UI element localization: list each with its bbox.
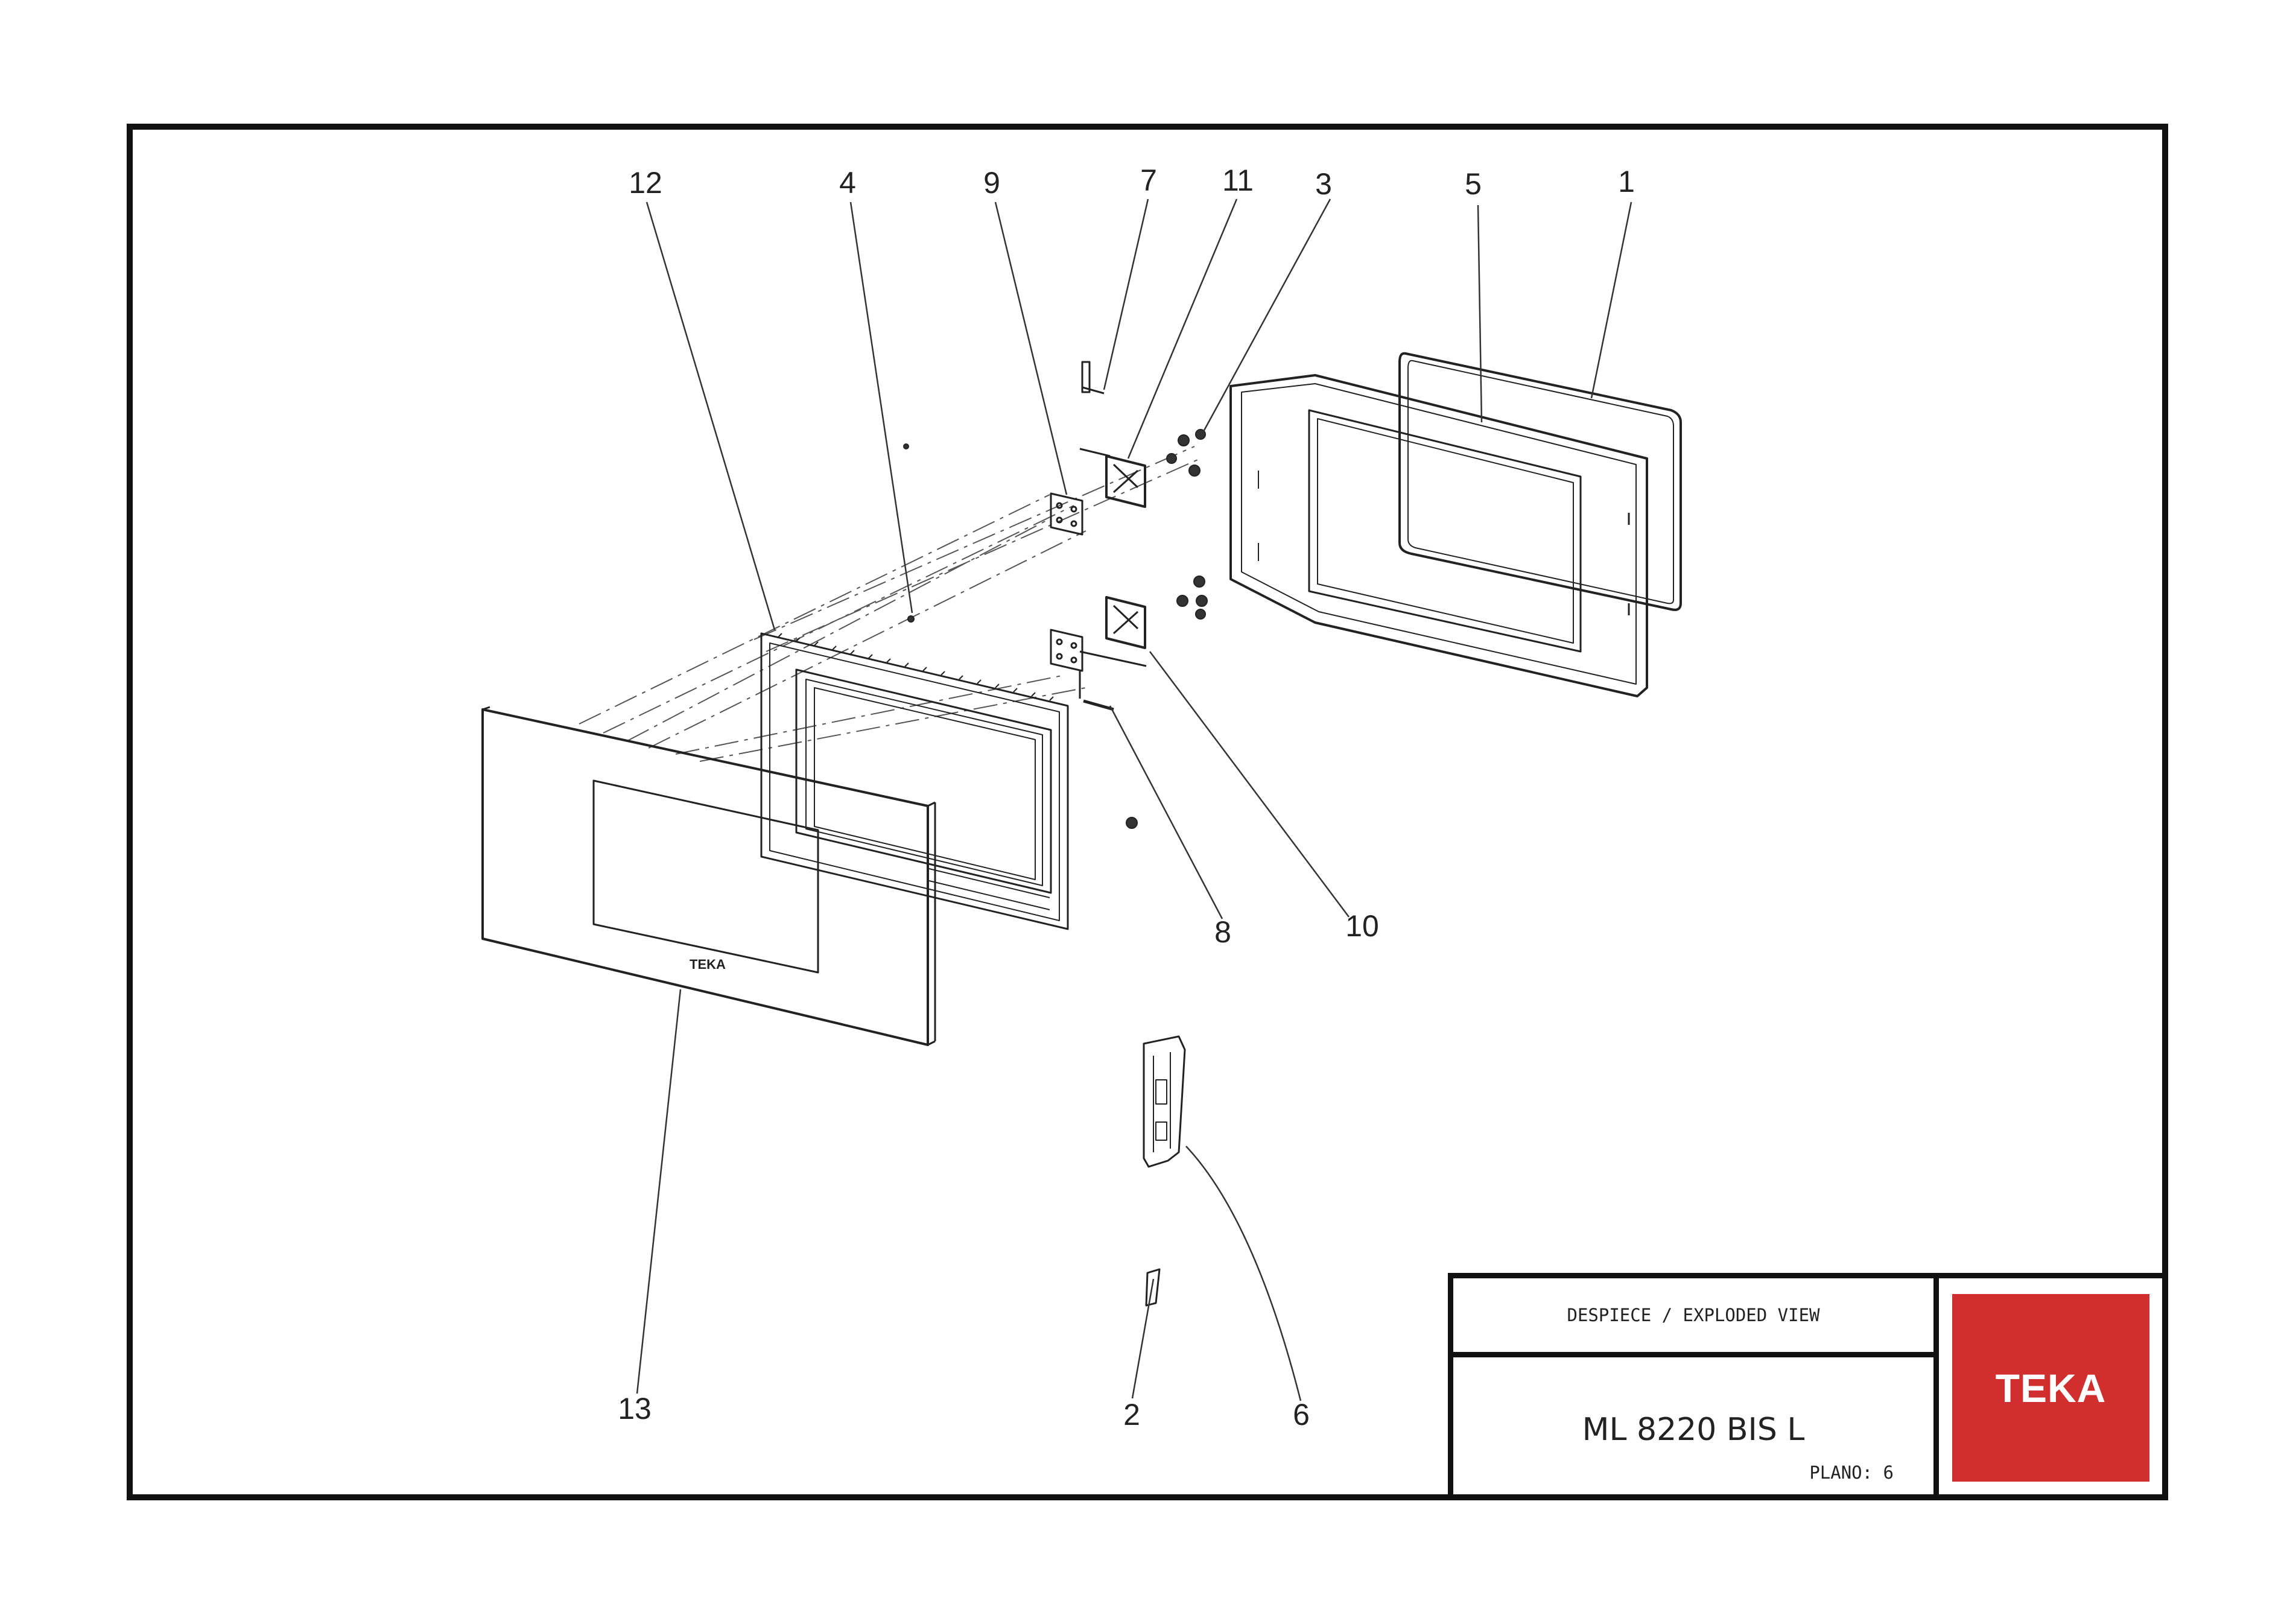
model-number: ML 8220 BIS L [1582,1412,1805,1448]
door-seal [1398,352,1682,611]
callout-1: 1 [1618,165,1635,198]
plano-number: PLANO: 6 [1809,1462,1894,1483]
front-glass-panel: TEKA [481,706,936,1046]
hinge-pin-upper [1081,361,1105,395]
callout-5: 5 [1465,167,1482,201]
small-clip [1145,1268,1161,1307]
callout-7: 7 [1140,163,1157,197]
hinge-pin-lower [1083,699,1114,711]
callout-4: 4 [839,166,856,200]
callout-11: 11 [1222,163,1254,197]
teka-logo: TEKA [1952,1294,2149,1482]
title-block: DESPIECE / EXPLODED VIEW ML 8220 BIS L P… [1448,1273,2168,1500]
drawing-border [127,124,2168,1500]
door-brand-mark: TEKA [690,957,726,972]
screws [903,429,1208,829]
rear-door-frame [1229,374,1648,697]
callout-12: 12 [629,166,662,200]
callout-2: 2 [1123,1398,1140,1432]
callout-6: 6 [1293,1398,1310,1432]
callout-3: 3 [1315,167,1332,201]
callout-numbers: 12 4 9 7 11 3 5 1 8 10 13 2 6 [618,163,1635,1432]
door-latch-hook [1143,1035,1186,1168]
leader-lines [636,198,1632,1401]
title-block-logo-cell: TEKA [1933,1273,2168,1500]
callout-13: 13 [618,1392,652,1426]
hinge-plate-lower [1050,629,1083,699]
hinge-lower [1079,596,1147,667]
logo-wordmark: TEKA [1995,1365,2107,1410]
title-block-heading: DESPIECE / EXPLODED VIEW [1448,1273,1939,1357]
hinge-upper [1079,448,1146,508]
title-block-model-cell: ML 8220 BIS L PLANO: 6 [1448,1352,1939,1500]
callout-10: 10 [1345,909,1379,943]
drawing-type-label: DESPIECE / EXPLODED VIEW [1567,1305,1820,1325]
hinge-plate-upper [1050,492,1083,536]
callout-9: 9 [983,166,1000,200]
inner-door-frame [760,632,1069,930]
callout-8: 8 [1214,915,1231,949]
